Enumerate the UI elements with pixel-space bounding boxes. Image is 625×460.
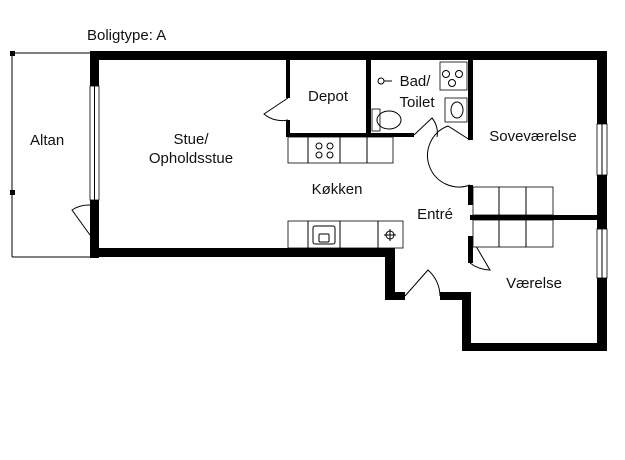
interior-walls (286, 58, 600, 263)
room-label-toilet: Toilet (399, 94, 435, 111)
room-label-altan: Altan (30, 132, 64, 149)
plan-title: Boligtype: A (87, 27, 166, 44)
room-label-opholdsstue: Opholdsstue (149, 150, 233, 167)
room-label-stue: Stue/ (173, 131, 209, 148)
wardrobe-bedroom (472, 186, 554, 216)
windows (89, 85, 608, 279)
kitchen-counter-upper (287, 136, 394, 164)
room-label-koekken: Køkken (312, 181, 363, 198)
doors (71, 97, 491, 297)
exterior-walls (90, 51, 607, 351)
room-label-sovevaerelse: Soveværelse (489, 128, 577, 145)
kitchen-counter-lower (287, 220, 404, 249)
bathroom-fixtures (371, 61, 468, 132)
room-label-entre: Entré (417, 206, 453, 223)
room-label-depot: Depot (308, 88, 349, 105)
room-label-bad: Bad/ (400, 73, 432, 90)
balcony (10, 51, 92, 258)
wardrobe-room (472, 219, 554, 248)
room-label-vaerelse: Værelse (506, 275, 562, 292)
